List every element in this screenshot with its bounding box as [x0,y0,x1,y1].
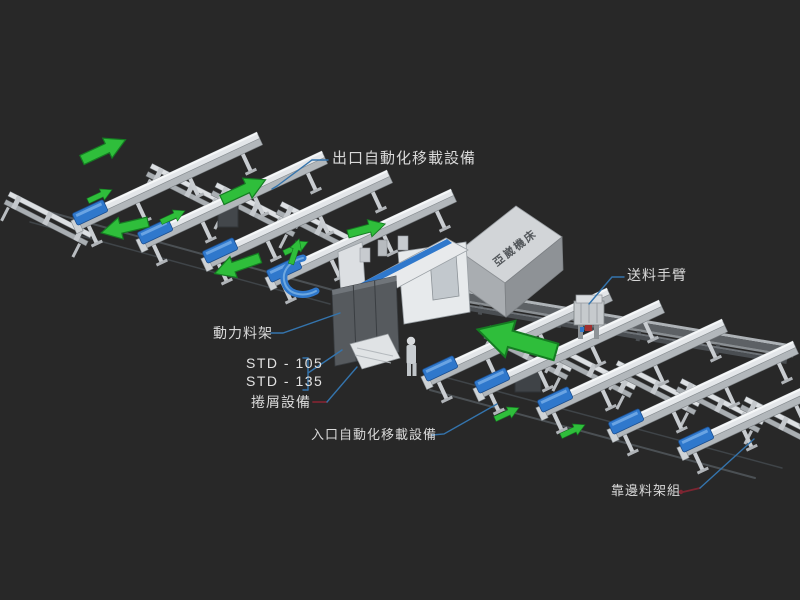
exit-rack-bank [0,127,467,309]
leader-power-rack [270,312,341,334]
chip-conveyor-tray [349,333,401,370]
operator-figure [406,336,417,376]
label-exit-transfer: 出口自動化移載設備 [332,150,477,167]
leader-inlet-transfer [431,403,498,436]
leader-exit-transfer [276,159,329,187]
inlet-rack-bank [345,215,800,479]
label-inlet-transfer: 入口自動化移載設備 [311,427,438,442]
label-edge-rack-group: 靠邊料架組 [611,483,682,498]
leader-std-bracket [302,349,343,391]
label-chip-conveyor: 捲屑設備 [251,394,311,410]
leader-feed-arm [588,276,625,305]
label-power-rack: 動力料架 [213,325,273,341]
leader-chip-conveyor [312,366,358,403]
leader-edge-rack [678,438,755,495]
feed-arm-unit [573,294,605,339]
pallet-box [458,205,564,318]
label-model-std-105: STD - 105 [246,355,324,371]
machining-center [331,235,471,376]
leader-lines [270,159,755,495]
flow-arrow [76,129,131,171]
label-feed-arm: 送料手臂 [627,267,687,283]
label-model-std-135: STD - 135 [246,373,324,389]
